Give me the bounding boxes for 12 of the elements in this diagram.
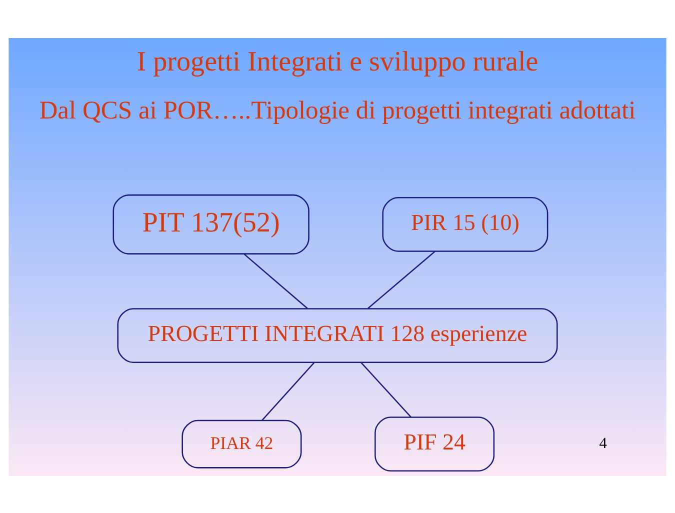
node-box: PROGETTI INTEGRATI 128 esperienze bbox=[117, 308, 558, 362]
node-box: PIR 15 (10) bbox=[382, 196, 548, 252]
connector bbox=[368, 250, 436, 308]
connector bbox=[360, 362, 412, 417]
label: Dal QCS ai POR…..Tipologie di progetti integrati adottati bbox=[39, 94, 636, 124]
connector bbox=[262, 362, 315, 420]
connector bbox=[244, 252, 308, 308]
diagram-title: I progetti Integrati e sviluppo rurale bbox=[136, 46, 538, 78]
node-box: PIAR 42 bbox=[182, 419, 302, 468]
node-box: PIT 137(52) bbox=[112, 194, 310, 254]
label: 4 bbox=[599, 434, 607, 452]
node-box: PIF 24 bbox=[374, 416, 495, 472]
